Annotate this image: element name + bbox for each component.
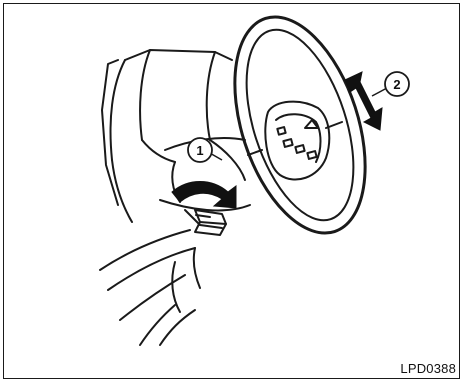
- tilt-lever: [195, 210, 226, 235]
- callout-2: 2: [385, 72, 409, 96]
- curved-arrow-icon: [172, 182, 236, 209]
- callout-1: 1: [188, 138, 212, 162]
- callout-1-label: 1: [196, 143, 203, 158]
- lower-cowl: [100, 230, 200, 345]
- steering-wheel-icon: [210, 1, 390, 250]
- callout-2-label: 2: [393, 77, 400, 92]
- dashboard-outline: [102, 50, 232, 222]
- double-headed-arrow-icon: [345, 72, 382, 130]
- figure-code: LPD0388: [400, 361, 456, 376]
